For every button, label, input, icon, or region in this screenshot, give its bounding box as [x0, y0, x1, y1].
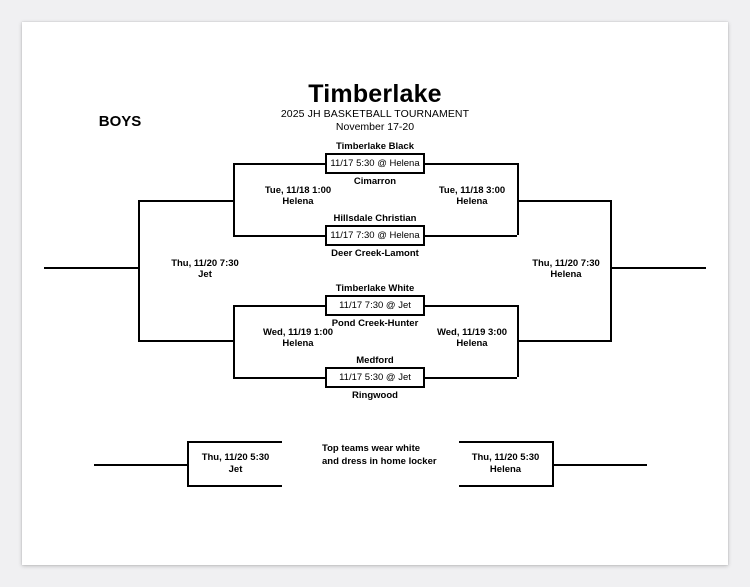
game-2-bottom-team: Deer Creek-Lamont	[331, 248, 419, 259]
semifinal-2-lower-arm	[424, 235, 517, 237]
semifinal-4-datetime: Wed, 11/19 3:00	[436, 327, 508, 338]
consolation-left-datetime: Thu, 11/20 5:30	[201, 452, 270, 464]
final-left-site: Jet	[198, 269, 212, 281]
dress-code-note-line2: and dress in home locker	[322, 455, 437, 467]
final-right-lower-arm	[517, 340, 612, 342]
game-4-top-team: Medford	[356, 355, 394, 366]
game-2-top-team: Hillsdale Christian	[333, 213, 417, 224]
consolation-right-line	[554, 464, 647, 466]
consolation-left-label: Thu, 11/20 5:30 Jet	[202, 452, 270, 476]
semifinal-3-label: Wed, 11/19 1:00 Helena	[238, 327, 358, 349]
game-1-bottom-team: Cimarron	[353, 176, 397, 187]
game-3-bottom-team: Pond Creek-Hunter	[331, 318, 419, 329]
semifinal-3-spine	[233, 305, 235, 377]
game-1-box[interactable]: 11/17 5:30 @ Helena	[325, 153, 425, 174]
game-4-bottom-team: Ringwood	[352, 390, 398, 401]
semifinal-3-upper-arm	[233, 305, 326, 307]
final-left-stub-line	[44, 267, 138, 269]
consolation-right-box[interactable]: Thu, 11/20 5:30 Helena	[459, 441, 554, 487]
bracket-sheet: Timberlake 2025 JH BASKETBALL TOURNAMENT…	[22, 22, 728, 565]
final-left-upper-arm	[138, 200, 233, 202]
semifinal-4-spine	[517, 305, 519, 377]
dress-code-note-line1: Top teams wear white	[322, 443, 421, 454]
page-subtitle-dates: November 17-20	[335, 121, 415, 133]
consolation-right-label: Thu, 11/20 5:30 Helena	[472, 452, 540, 476]
semifinal-1-lower-arm	[233, 235, 326, 237]
semifinal-2-site: Helena	[456, 196, 488, 208]
consolation-left-line	[94, 464, 187, 466]
semifinal-1-spine	[233, 163, 235, 235]
consolation-right-datetime: Thu, 11/20 5:30	[471, 452, 540, 464]
dress-code-note: Top teams wear white and dress in home l…	[322, 443, 482, 469]
bracket-page: Timberlake 2025 JH BASKETBALL TOURNAMENT…	[22, 22, 728, 565]
consolation-right-site: Helena	[489, 464, 522, 475]
game-4-detail: 11/17 5:30 @ Jet	[339, 372, 411, 383]
final-right-upper-arm	[517, 200, 612, 202]
semifinal-1-datetime: Tue, 11/18 1:00	[264, 185, 332, 196]
final-right-site: Helena	[550, 269, 582, 281]
final-left-label: Thu, 11/20 7:30 Jet	[145, 258, 265, 280]
semifinal-1-label: Tue, 11/18 1:00 Helena	[238, 185, 358, 207]
semifinal-1-site: Helena	[282, 196, 314, 208]
game-4-box[interactable]: 11/17 5:30 @ Jet	[325, 367, 425, 388]
final-right-spine	[610, 200, 612, 340]
semifinal-2-datetime: Tue, 11/18 3:00	[438, 185, 506, 196]
consolation-left-box[interactable]: Thu, 11/20 5:30 Jet	[187, 441, 282, 487]
semifinal-3-datetime: Wed, 11/19 1:00	[262, 327, 334, 338]
page-subtitle-tournament: 2025 JH BASKETBALL TOURNAMENT	[280, 108, 470, 120]
division-label: BOYS	[98, 113, 142, 130]
final-left-datetime: Thu, 11/20 7:30	[171, 258, 239, 269]
game-3-box[interactable]: 11/17 7:30 @ Jet	[325, 295, 425, 316]
page-title: Timberlake	[308, 80, 442, 108]
semifinal-3-site: Helena	[282, 338, 314, 350]
semifinal-2-label: Tue, 11/18 3:00 Helena	[412, 185, 532, 207]
semifinal-4-label: Wed, 11/19 3:00 Helena	[412, 327, 532, 349]
game-3-top-team: Timberlake White	[335, 283, 415, 294]
semifinal-3-lower-arm	[233, 377, 326, 379]
game-1-top-team: Timberlake Black	[336, 141, 414, 152]
consolation-left-site: Jet	[228, 464, 243, 475]
semifinal-2-spine	[517, 163, 519, 235]
game-1-detail: 11/17 5:30 @ Helena	[330, 158, 420, 169]
final-left-lower-arm	[138, 340, 233, 342]
final-right-label: Thu, 11/20 7:30 Helena	[506, 258, 626, 280]
semifinal-4-site: Helena	[456, 338, 488, 350]
semifinal-1-upper-arm	[233, 163, 326, 165]
final-right-stub-line	[612, 267, 706, 269]
game-3-detail: 11/17 7:30 @ Jet	[339, 300, 411, 311]
final-right-datetime: Thu, 11/20 7:30	[532, 258, 600, 269]
semifinal-4-upper-arm	[424, 305, 517, 307]
final-left-spine	[138, 200, 140, 340]
game-2-box[interactable]: 11/17 7:30 @ Helena	[325, 225, 425, 246]
semifinal-2-upper-arm	[424, 163, 517, 165]
semifinal-4-lower-arm	[424, 377, 517, 379]
game-2-detail: 11/17 7:30 @ Helena	[330, 230, 420, 241]
